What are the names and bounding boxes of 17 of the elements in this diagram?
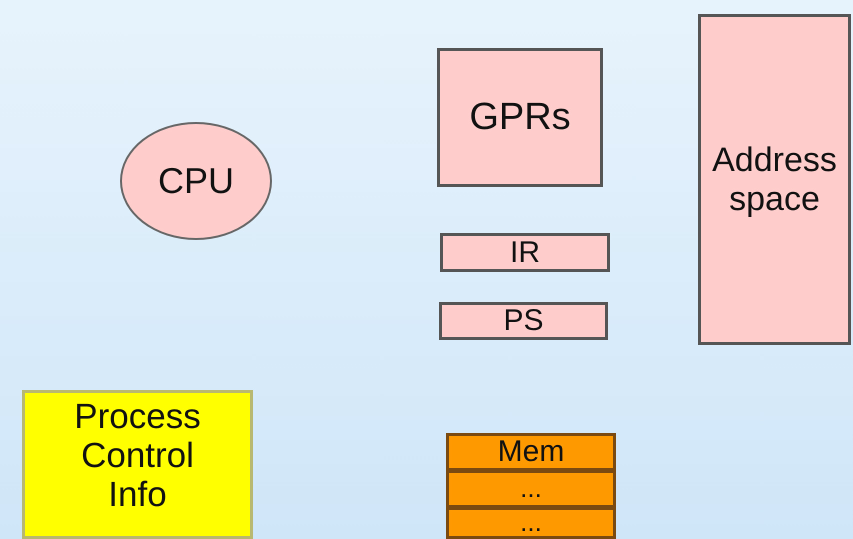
info-box xyxy=(22,390,253,539)
node-label: GPRs xyxy=(469,96,571,139)
node-label: ... xyxy=(520,508,542,538)
node-label: IR xyxy=(510,236,540,270)
register-box xyxy=(439,302,608,340)
memory-row xyxy=(446,470,616,508)
memory-row xyxy=(446,507,616,539)
node-label: Process Control Info xyxy=(73,397,202,515)
memory-box xyxy=(698,14,851,345)
node-label: Mem xyxy=(498,435,564,469)
node-label: PS xyxy=(503,304,544,338)
node-label: Address space xyxy=(711,141,838,218)
memory-row xyxy=(446,433,616,471)
register-box xyxy=(440,233,610,272)
node-label: ... xyxy=(520,474,542,504)
register-box xyxy=(437,48,603,187)
node-label: CPU xyxy=(158,160,234,202)
